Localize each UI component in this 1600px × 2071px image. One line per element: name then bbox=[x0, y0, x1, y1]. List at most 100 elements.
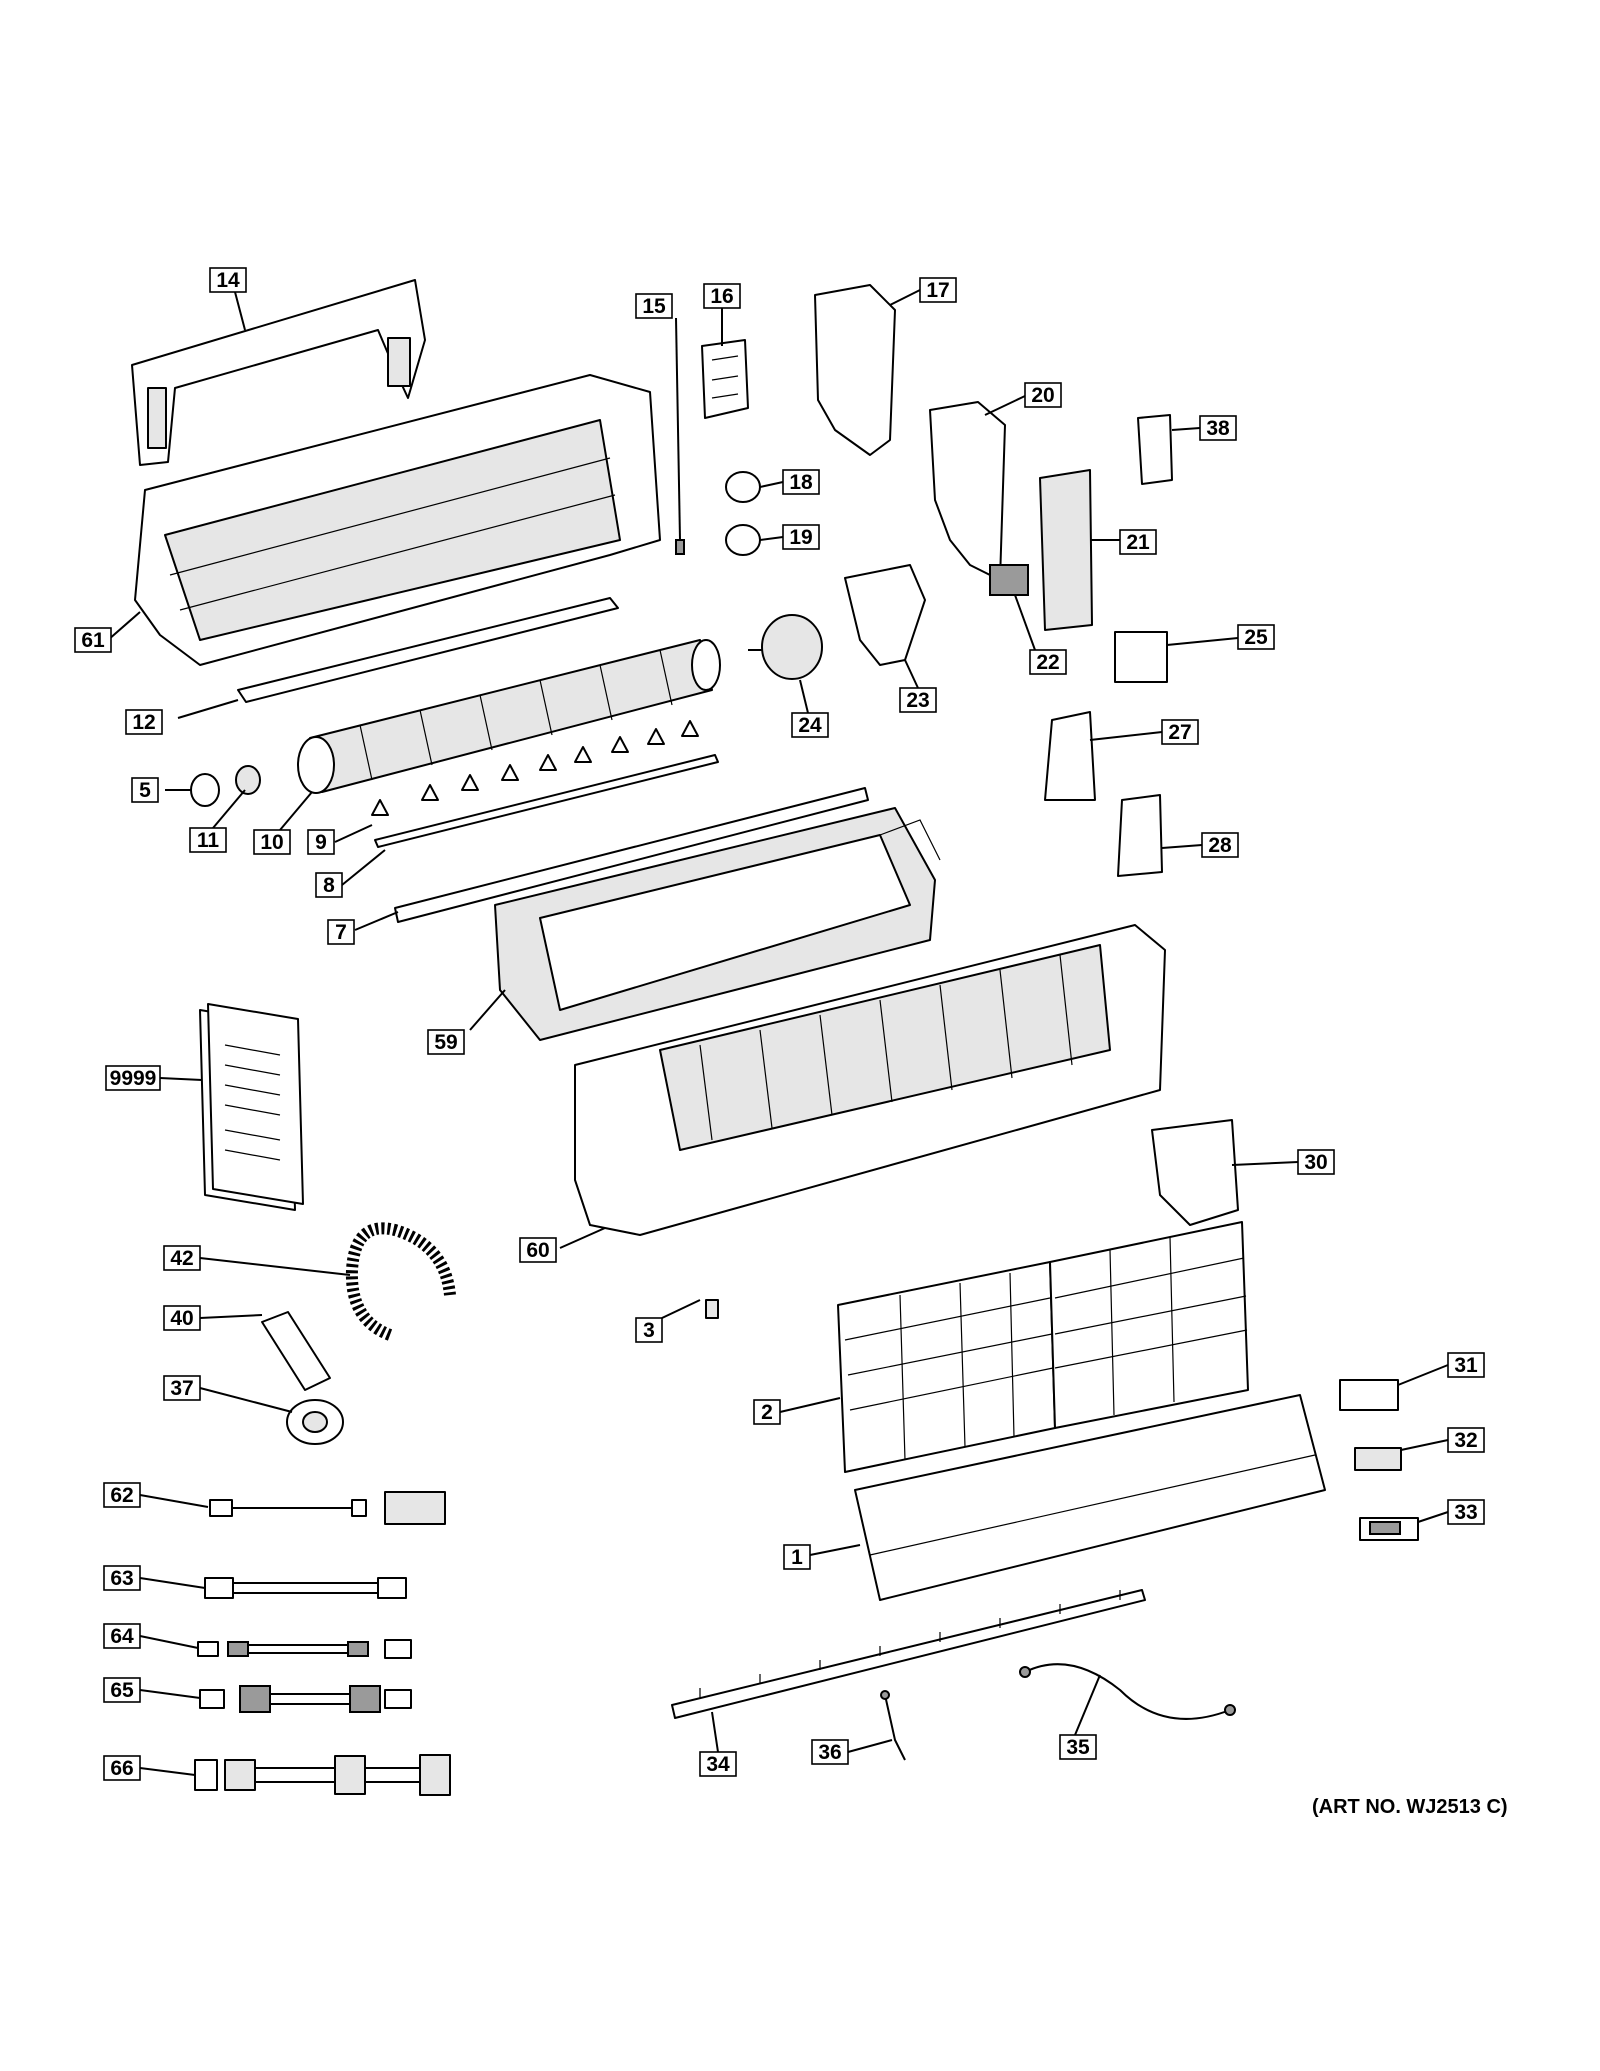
part-59-evaporator bbox=[494, 807, 941, 1041]
callout-label: 14 bbox=[216, 269, 240, 292]
callout-38: 38 bbox=[1199, 415, 1237, 441]
callout-label: 20 bbox=[1031, 384, 1054, 407]
callout-box bbox=[1237, 624, 1275, 650]
callout-18: 18 bbox=[782, 469, 820, 495]
part-63-harness bbox=[204, 1577, 407, 1599]
callout-box bbox=[74, 627, 112, 653]
callout-box bbox=[919, 277, 957, 303]
callout-64: 64 bbox=[103, 1623, 141, 1649]
part-23-motor-housing bbox=[844, 564, 926, 666]
callout-box bbox=[703, 283, 741, 309]
art-number: (ART NO. WJ2513 C) bbox=[1312, 1796, 1508, 1818]
callout-label: 5 bbox=[139, 779, 151, 802]
callout-label: 32 bbox=[1454, 1429, 1477, 1452]
callout-box bbox=[427, 1029, 465, 1055]
callout-box bbox=[1447, 1352, 1485, 1378]
callout-16: 16 bbox=[703, 283, 741, 309]
callout-21: 21 bbox=[1119, 529, 1157, 555]
part-28-bracket bbox=[1117, 794, 1163, 877]
callout-label: 40 bbox=[170, 1307, 193, 1330]
part-22-terminal bbox=[989, 564, 1029, 596]
part-19-motor bbox=[725, 524, 761, 556]
callout-1: 1 bbox=[783, 1544, 811, 1570]
callout-box bbox=[753, 1399, 781, 1425]
callout-17: 17 bbox=[919, 277, 957, 303]
callout-box bbox=[307, 829, 335, 855]
callout-7: 7 bbox=[327, 919, 355, 945]
callout-box bbox=[327, 919, 355, 945]
callout-label: 7 bbox=[335, 921, 347, 944]
part-2-filter bbox=[837, 1221, 1249, 1473]
part-61-chassis bbox=[134, 374, 661, 666]
part-11-hub bbox=[235, 765, 261, 795]
callout-62: 62 bbox=[103, 1482, 141, 1508]
callout-9: 9 bbox=[307, 829, 335, 855]
callout-label: 42 bbox=[170, 1247, 193, 1270]
callout-14: 14 bbox=[209, 267, 247, 293]
callout-27: 27 bbox=[1161, 719, 1199, 745]
callout-box bbox=[899, 687, 937, 713]
callout-63: 63 bbox=[103, 1565, 141, 1591]
part-17-box-cover bbox=[814, 284, 896, 456]
callout-30: 30 bbox=[1297, 1149, 1335, 1175]
callout-11: 11 bbox=[189, 827, 227, 853]
callout-label: 11 bbox=[197, 829, 220, 852]
callout-12: 12 bbox=[125, 709, 163, 735]
callout-box bbox=[315, 872, 343, 898]
callout-60: 60 bbox=[519, 1237, 557, 1263]
part-24-fan-motor bbox=[748, 614, 823, 680]
part-64-harness bbox=[197, 1639, 412, 1659]
callout-box bbox=[782, 524, 820, 550]
callout-box bbox=[125, 709, 163, 735]
callout-box bbox=[105, 1065, 161, 1091]
callout-box bbox=[1201, 832, 1239, 858]
callout-61: 61 bbox=[74, 627, 112, 653]
callout-label: 35 bbox=[1066, 1736, 1090, 1759]
callout-label: 31 bbox=[1454, 1354, 1478, 1377]
callout-42: 42 bbox=[163, 1245, 201, 1271]
callout-box bbox=[811, 1739, 849, 1765]
callout-label: 66 bbox=[110, 1757, 133, 1780]
part-20-control-box bbox=[929, 401, 1006, 581]
part-5-bearing bbox=[190, 773, 220, 807]
part-35-sensor-wire bbox=[1019, 1663, 1236, 1720]
callout-label: 64 bbox=[110, 1625, 134, 1648]
callout-23: 23 bbox=[899, 687, 937, 713]
part-9-clips bbox=[371, 720, 699, 816]
callout-9999: 9999 bbox=[105, 1065, 161, 1091]
callout-label: 62 bbox=[110, 1484, 133, 1507]
callout-box bbox=[1447, 1499, 1485, 1525]
part-36-sensor bbox=[880, 1690, 906, 1761]
callout-box bbox=[1059, 1734, 1097, 1760]
callout-label: 37 bbox=[170, 1377, 193, 1400]
callout-box bbox=[163, 1245, 201, 1271]
part-37-grommet bbox=[286, 1399, 344, 1445]
callout-label: 30 bbox=[1304, 1151, 1327, 1174]
callout-box bbox=[1119, 529, 1157, 555]
part-34-louver bbox=[671, 1589, 1146, 1719]
part-3-clip bbox=[705, 1299, 719, 1319]
callout-label: 17 bbox=[926, 279, 949, 302]
callout-box bbox=[519, 1237, 557, 1263]
callout-10: 10 bbox=[253, 829, 291, 855]
callout-box bbox=[103, 1623, 141, 1649]
callout-33: 33 bbox=[1447, 1499, 1485, 1525]
part-60-front-frame bbox=[574, 924, 1166, 1236]
callout-3: 3 bbox=[635, 1317, 663, 1343]
callout-label: 3 bbox=[643, 1319, 655, 1342]
callout-label: 23 bbox=[906, 689, 929, 712]
callout-box bbox=[209, 267, 247, 293]
callout-31: 31 bbox=[1447, 1352, 1485, 1378]
part-1-front-panel bbox=[854, 1394, 1326, 1601]
part-62-cable bbox=[209, 1491, 446, 1525]
callout-22: 22 bbox=[1029, 649, 1067, 675]
leader-lines bbox=[107, 289, 1449, 1776]
callout-32: 32 bbox=[1447, 1427, 1485, 1453]
callout-box bbox=[103, 1565, 141, 1591]
callout-2: 2 bbox=[753, 1399, 781, 1425]
callout-label: 2 bbox=[761, 1401, 773, 1424]
part-16-bracket bbox=[701, 339, 749, 419]
callout-34: 34 bbox=[699, 1751, 737, 1777]
part-15-screw bbox=[675, 539, 685, 555]
